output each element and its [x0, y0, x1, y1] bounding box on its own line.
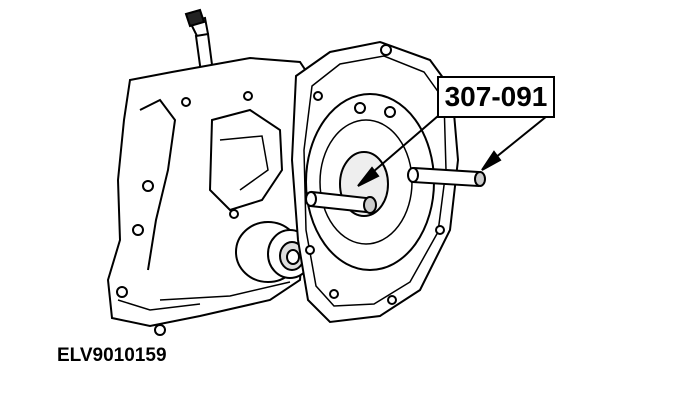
guide-pin-right: [407, 166, 486, 188]
figure-id: ELV9010159: [57, 345, 167, 366]
tool-number-label: 307-091: [444, 81, 548, 112]
tool-callout: 307-091: [437, 76, 555, 118]
guide-pin-left: [305, 190, 377, 214]
callout-leaders: [357, 111, 553, 187]
transaxle-case: [106, 56, 314, 336]
output-seal: [235, 221, 313, 283]
